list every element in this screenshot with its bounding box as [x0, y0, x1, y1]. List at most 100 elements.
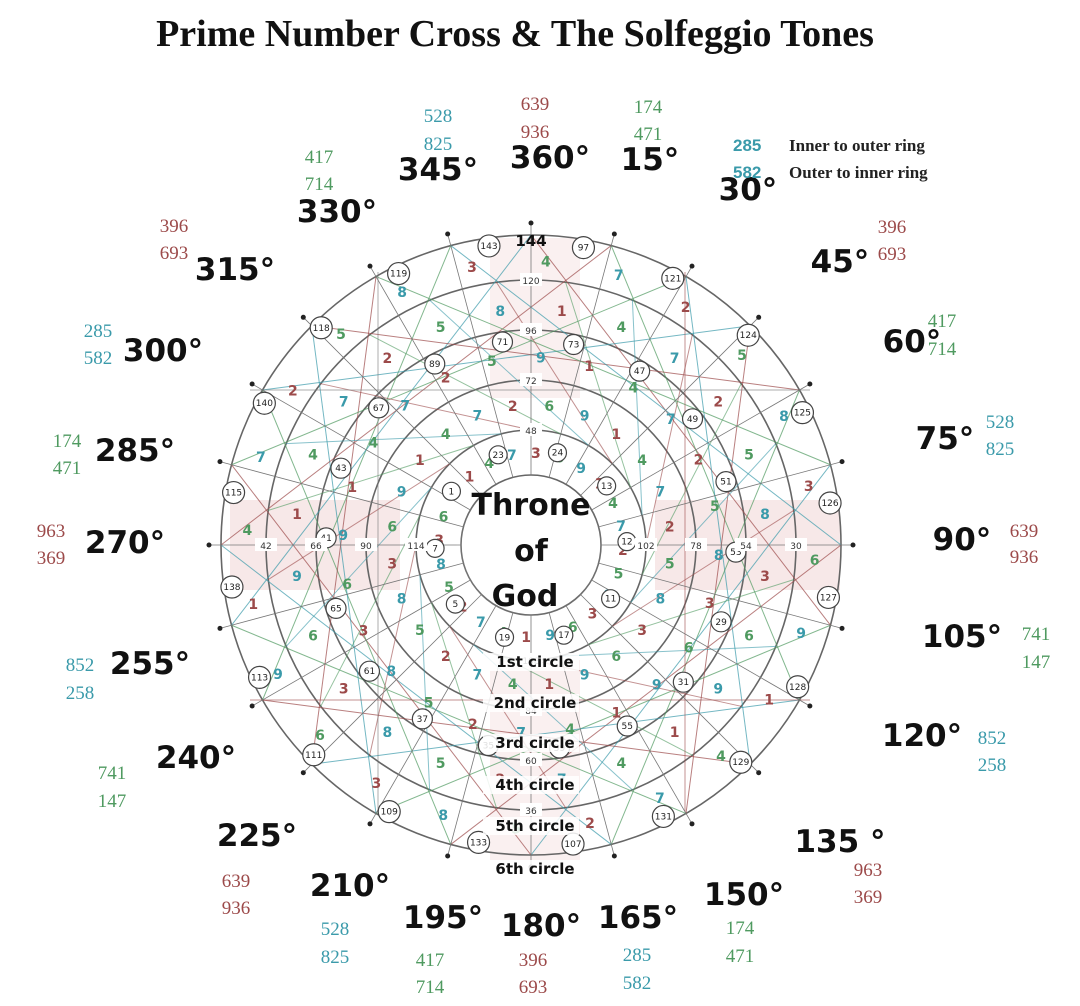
prime-node: [547, 443, 568, 463]
tone-pair-1: 417: [928, 311, 957, 332]
prime-node-label: 127: [820, 593, 837, 603]
tone-pair-1: 174: [53, 431, 82, 452]
tone-pair-2: 369: [854, 887, 883, 908]
tone-digit: 4: [616, 320, 626, 336]
star-line: [375, 624, 831, 814]
axis-number: 48: [525, 427, 537, 437]
tone-digit: 8: [760, 507, 770, 523]
axis-number-bg: [520, 423, 542, 436]
axis-number-bg: [785, 538, 807, 551]
prime-node: [325, 597, 347, 619]
band-top: [490, 238, 580, 398]
tone-digit: 2: [681, 300, 691, 316]
tone-digit: 3: [637, 623, 647, 639]
tone-digit: 5: [436, 756, 446, 772]
tone-digit: 8: [436, 557, 446, 573]
legend-code-2: 582: [733, 163, 761, 182]
tone-digit: 4: [637, 453, 647, 469]
tone-digit: 9: [796, 626, 806, 642]
tone-digit: 7: [256, 450, 266, 466]
prime-node-label: 61: [364, 667, 375, 677]
prime-node: [488, 445, 508, 465]
prime-node: [790, 401, 815, 425]
tone-digit: 4: [508, 677, 518, 693]
tone-digit: 4: [368, 436, 378, 452]
prime-node-label: 131: [655, 812, 672, 822]
tone-pair-2: 714: [928, 339, 957, 360]
inner-line: [419, 574, 431, 790]
inner-line: [286, 433, 502, 445]
prime-node: [818, 491, 842, 515]
tone-digit: 9: [580, 409, 590, 425]
inner-line: [429, 299, 589, 446]
prime-node-label: 118: [313, 324, 330, 334]
page-title: Prime Number Cross & The Solfeggio Tones: [156, 13, 874, 55]
axis-number-bg: [685, 538, 707, 551]
prime-node-label: 12: [621, 538, 632, 548]
prime-node: [651, 804, 675, 829]
prime-node: [330, 457, 352, 479]
inner-line: [267, 463, 450, 581]
tone-pair-1: 639: [1010, 521, 1039, 542]
inner-line: [369, 544, 417, 756]
angle-label: 240°: [156, 740, 236, 776]
tone-digit: 7: [655, 791, 665, 807]
prime-node-label: 55: [622, 722, 633, 732]
ray-tip: [611, 231, 617, 237]
tone-digit: 1: [465, 470, 475, 486]
ray: [598, 461, 843, 528]
tone-digit: 1: [557, 304, 567, 320]
axis-number: 120: [522, 277, 539, 287]
tone-digit: 2: [665, 520, 675, 536]
angle-label: 135 °: [794, 824, 885, 860]
ray: [598, 562, 843, 629]
prime-node: [681, 408, 704, 430]
prime-node: [491, 331, 514, 353]
tone-digit: 1: [292, 507, 302, 523]
prime-node-label: 124: [740, 331, 757, 341]
tone-digit: 2: [618, 543, 628, 559]
ray-tip: [206, 542, 212, 548]
tone-digit: 1: [764, 693, 774, 709]
star-line: [231, 624, 687, 814]
axis-number: 66: [310, 542, 322, 552]
tone-digit: 3: [339, 682, 349, 698]
prime-node: [616, 715, 638, 737]
ray-tip: [300, 314, 306, 320]
circle-label: 3rd circle: [495, 734, 574, 752]
tone-digit: 1: [248, 597, 258, 613]
tone-pair-2: 471: [53, 458, 82, 479]
tone-digit: 6: [684, 640, 694, 656]
tone-digit: 5: [737, 348, 747, 364]
prime-node: [411, 708, 433, 730]
tone-digit: 1: [347, 480, 357, 496]
inner-line: [495, 281, 613, 464]
tone-digit: 3: [531, 446, 541, 462]
tone-digit: 7: [339, 394, 349, 410]
tone-digit: 5: [436, 320, 446, 336]
tone-digit: 7: [473, 667, 483, 683]
prime-node-label: 143: [480, 242, 497, 252]
tone-digit: 1: [670, 725, 680, 741]
tone-pair-1: 396: [519, 950, 548, 971]
prime-node: [302, 743, 326, 767]
prime-node: [786, 675, 810, 699]
axis-number: 72: [525, 377, 536, 387]
prime-node: [816, 585, 841, 610]
ray-tip: [839, 625, 845, 631]
tone-pair-2: 147: [98, 791, 127, 812]
ray-tip: [807, 381, 813, 387]
prime-node-label: 29: [715, 618, 727, 628]
prime-node-label: 125: [794, 409, 811, 419]
prime-node-label: 140: [256, 399, 273, 409]
prime-node: [309, 316, 333, 340]
circle-label: 4th circle: [495, 776, 574, 794]
ray: [219, 461, 464, 528]
angle-label: 285°: [95, 433, 175, 469]
inner-line: [560, 645, 776, 657]
tone-pair-1: 852: [978, 728, 1007, 749]
prime-node-label: 109: [381, 808, 398, 818]
tone-digit: 6: [308, 628, 318, 644]
tone-pair-2: 825: [986, 439, 1015, 460]
tone-digit: 3: [371, 776, 381, 792]
